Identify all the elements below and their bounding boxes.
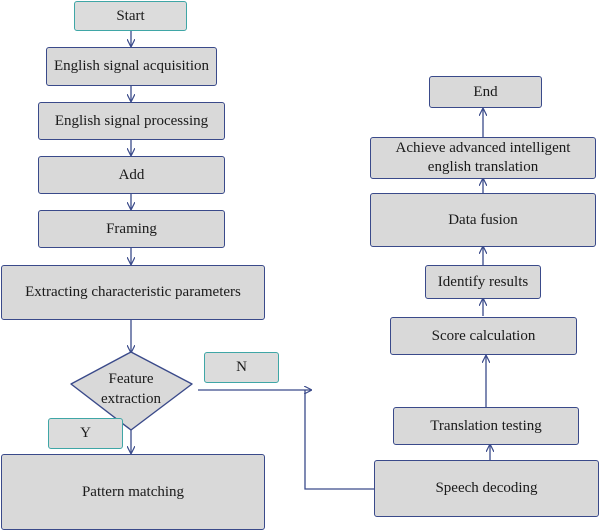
pattern-matching-box: Pattern matching — [1, 454, 265, 530]
score-calculation-label: Score calculation — [431, 327, 536, 344]
add-label: Add — [118, 166, 145, 183]
yes-label: Y — [80, 425, 91, 441]
start-node: Start — [74, 1, 187, 31]
end-label: End — [473, 83, 498, 100]
achieve-label-line2: english translation — [427, 159, 539, 175]
no-label: N — [236, 359, 247, 375]
pattern-label: Pattern matching — [81, 483, 185, 500]
speech-decoding-label: Speech decoding — [435, 480, 538, 496]
start-label: Start — [116, 7, 145, 24]
english-signal-processing-box: English signal processing — [38, 102, 225, 140]
processing-label: English signal processing — [54, 112, 209, 129]
extracting-label: Extracting characteristic parameters — [25, 284, 241, 300]
data-fusion-label: Data fusion — [448, 211, 518, 228]
feature-label-line2: extraction — [101, 391, 161, 407]
translation-testing-box: Translation testing — [393, 407, 579, 445]
acquisition-label: English signal acquisition — [54, 58, 209, 74]
framing-box: Framing — [38, 210, 225, 248]
yes-branch-label: Y — [48, 418, 123, 449]
add-box: Add — [38, 156, 225, 194]
achieve-translation-box: Achieve advanced intelligent english tra… — [370, 137, 596, 179]
achieve-label-line1: Achieve advanced intelligent — [395, 140, 571, 156]
end-node: End — [429, 76, 542, 108]
achieve-label: Achieve advanced intelligent english tra… — [396, 139, 571, 177]
feature-extraction-diamond — [70, 351, 193, 431]
feature-extraction-label: Feature extraction — [81, 369, 181, 409]
feature-label-line1: Feature — [108, 371, 154, 387]
score-calculation-box: Score calculation — [390, 317, 577, 355]
translation-testing-label: Translation testing — [430, 417, 542, 434]
identify-results-box: Identify results — [425, 265, 541, 299]
connector-speech-to-loop — [304, 390, 374, 490]
framing-label: Framing — [106, 220, 157, 237]
speech-decoding-box: Speech decoding — [374, 460, 599, 517]
english-signal-acquisition-box: English signal acquisition — [46, 47, 217, 86]
identify-results-label: Identify results — [437, 273, 529, 290]
data-fusion-box: Data fusion — [370, 193, 596, 247]
extracting-parameters-box: Extracting characteristic parameters — [1, 265, 265, 320]
no-branch-label: N — [204, 352, 279, 383]
